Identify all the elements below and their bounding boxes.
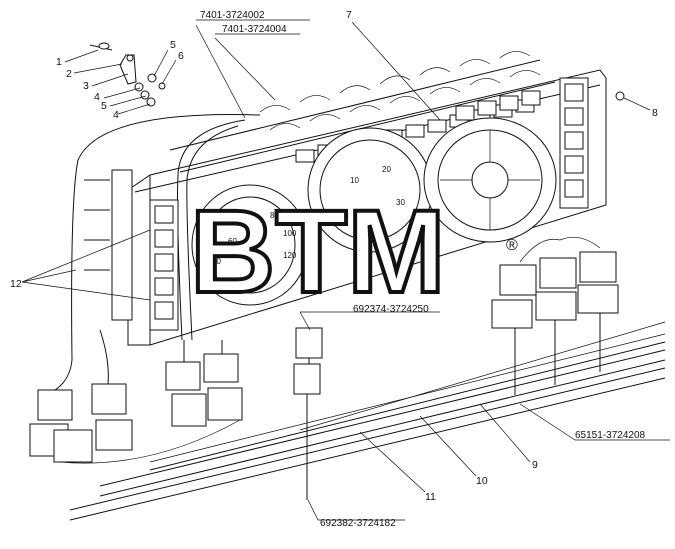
callout-8: 8: [652, 107, 658, 119]
callout-9: 9: [532, 459, 538, 471]
callout-1: 1: [56, 56, 62, 68]
callout-10: 10: [476, 475, 488, 487]
left-gauge: 40 60 80 100 120 20: [191, 184, 309, 306]
right-switch-column: [559, 77, 589, 209]
callout-2: 2: [66, 68, 72, 80]
right-connectors: [491, 237, 619, 395]
watermark-registered: ®: [506, 237, 518, 254]
left-connectors: [29, 179, 241, 464]
speedo-tick-30: 30: [396, 198, 405, 207]
callout-5a: 5: [170, 39, 176, 51]
indicator-lamp: [521, 90, 541, 106]
center-connectors: [293, 327, 323, 500]
left-switch-column: [111, 169, 179, 331]
callout-5b: 5: [101, 100, 107, 112]
indicator-lamp: [295, 149, 315, 163]
part-number-right: 65151-3724208: [575, 430, 646, 441]
part-number-top-b: 7401-3724004: [222, 24, 287, 35]
speedo-tick-20: 20: [382, 165, 391, 174]
indicator-lamp: [455, 105, 475, 121]
wiring-channels: [69, 321, 666, 521]
watermark-text: BTM: [190, 186, 446, 318]
part-number-bottom: 692382-3724182: [320, 518, 396, 529]
speedometer: 10 20 30: [307, 127, 433, 253]
tachometer: [423, 117, 557, 243]
part-number-top-a: 7401-3724002: [200, 10, 265, 21]
callout-numbers: 1 2 3 4 5 4 5 6 7 8 12 9 10 11: [10, 9, 658, 503]
indicator-lamp: [477, 100, 497, 116]
gauge-tick-40: 40: [232, 213, 241, 222]
callout-4b: 4: [113, 109, 119, 121]
fastener-set: [89, 42, 625, 107]
indicator-lamp: [405, 124, 425, 138]
part-number-mid: 692374-3724250: [353, 304, 429, 315]
middle-connectors: [165, 340, 243, 427]
callout-6: 6: [178, 50, 184, 62]
gauge-tick-100: 100: [283, 229, 297, 238]
indicator-lamp: [499, 95, 519, 111]
gauge-tick-80: 80: [270, 211, 279, 220]
btm-watermark: BTM ®: [188, 184, 518, 320]
gauge-tick-20: 20: [212, 257, 221, 266]
callout-12: 12: [10, 278, 22, 290]
gauge-tick-60: 60: [228, 237, 237, 246]
callout-3: 3: [83, 80, 89, 92]
callout-7: 7: [346, 9, 352, 21]
gauge-tick-120: 120: [283, 251, 297, 260]
speedo-tick-10: 10: [350, 176, 359, 185]
indicator-lamp: [427, 119, 447, 133]
callout-4a: 4: [94, 91, 100, 103]
leader-lines: [21, 19, 670, 521]
callout-11: 11: [425, 491, 436, 503]
part-number-labels: 7401-3724002 7401-3724004 692374-3724250…: [200, 10, 646, 529]
